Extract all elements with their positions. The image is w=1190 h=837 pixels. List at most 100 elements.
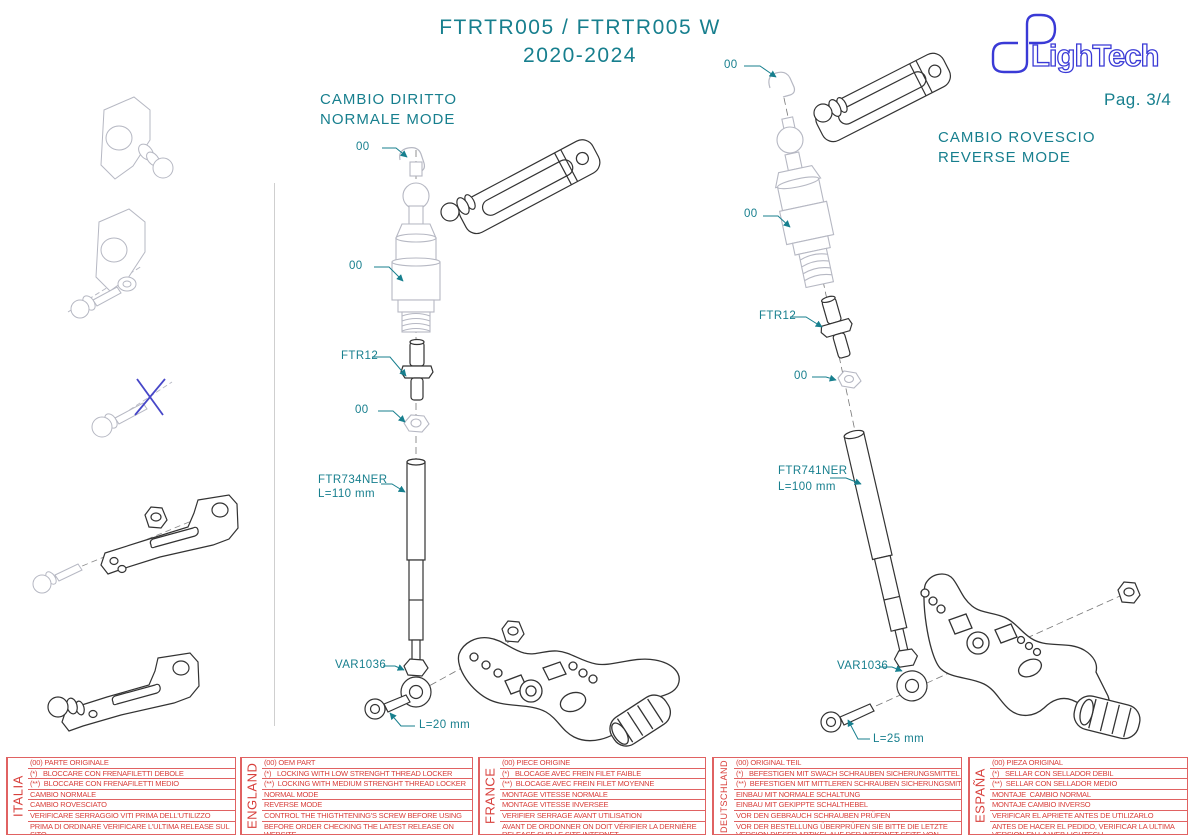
footer-row: REVERSE MODE xyxy=(262,800,472,811)
normal-shift-lever-drawing xyxy=(457,637,680,747)
footer-row: (*) BLOCAGE AVEC FREIN FILET FAIBLE xyxy=(500,769,705,780)
vertical-divider-line xyxy=(274,183,275,726)
footer-block-italia: ITALIA (00) PARTE ORIGINALE (*) BLOCCARE… xyxy=(6,757,236,835)
reverse-rod-end-label: VAR1036 xyxy=(837,660,889,672)
normal-rod-drawing xyxy=(406,458,426,663)
footer-row: CAMBIO NORMALE xyxy=(28,790,235,801)
lightech-logo-icon: LighTech xyxy=(991,13,1160,74)
lever-exploded-drawing xyxy=(32,494,239,594)
footer-row: AVANT DE ORDONNER ON DOIT VÉRIFIER LA DE… xyxy=(502,822,697,834)
footer-row: (00) PIEZA ORIGINAL xyxy=(990,758,1187,769)
footer-row: VOR DER BESTELLUNG ÜBERPRÜFEN SIE BITTE … xyxy=(736,822,948,834)
footer-block-france: FRANCE (00) PIECE ORIGINE (*) BLOCAGE AV… xyxy=(478,757,706,835)
reverse-title-line2: REVERSE MODE xyxy=(938,149,1071,166)
normal-title-line1: CAMBIO DIRITTO xyxy=(320,91,458,108)
normal-nut-drawing xyxy=(403,414,430,433)
footer-row: (**) BLOCCARE CON FRENAFILETTI MEDIO xyxy=(28,779,235,790)
page-title: FTRTR005 / FTRTR005 W 2020-2024 xyxy=(400,14,760,70)
normal-nut-label: 00 xyxy=(355,404,369,416)
bracket-assembled-drawing xyxy=(100,96,174,180)
reverse-gear-sensor-drawing xyxy=(774,116,835,289)
reverse-bolt-length-label: L=25 mm xyxy=(873,733,925,745)
footer-row: VOR DEN GEBRAUCH SCHRAUBEN PRÜFEN xyxy=(734,811,961,822)
footer-country-label: ESPAÑA xyxy=(969,758,990,834)
normal-shock-label: 00 xyxy=(349,260,363,272)
exploded-diagram-artwork xyxy=(32,52,1141,747)
footer-row: EINBAU MIT GEKIPPTE SCHALTHEBEL xyxy=(734,800,961,811)
reverse-bolt-drawing xyxy=(820,703,875,733)
reverse-rod-code-label: FTR741NER xyxy=(778,465,848,477)
page-number: Pag. 3/4 xyxy=(1104,90,1172,109)
reverse-mode-title: CAMBIO ROVESCIO REVERSE MODE xyxy=(938,128,1096,168)
page-title-line2: 2020-2024 xyxy=(523,44,637,67)
footer-row: CONTROL THE THIGTHTENING'S SCREW BEFORE … xyxy=(262,811,472,822)
footer-row: (*) BLOCCARE CON FRENAFILETTI DEBOLE xyxy=(28,769,235,780)
footer-row: (00) OEM PART xyxy=(262,758,472,769)
footer-block-deutschland: DEUTSCHLAND (00) ORIGINAL TEIL (*) BEFES… xyxy=(712,757,962,835)
lightech-logo-text: LighTech xyxy=(1031,38,1159,73)
footer-country-label: ENGLAND xyxy=(241,758,262,834)
footer-row: (00) PIECE ORIGINE xyxy=(500,758,705,769)
footer-row: VERIFICAR EL APRIETE ANTES DE UTILIZARLO xyxy=(990,811,1187,822)
reverse-rod-length-label: L=100 mm xyxy=(778,481,836,493)
normal-rod-end-label: VAR1036 xyxy=(335,659,387,671)
footer-country-label: DEUTSCHLAND xyxy=(713,758,734,834)
footer-row: MONTAJE CAMBIO NORMAL xyxy=(990,790,1187,801)
blue-cross-icon xyxy=(134,378,166,416)
footer-row: CAMBIO ROVESCIATO xyxy=(28,800,235,811)
footer-country-label: ITALIA xyxy=(7,758,28,834)
reverse-mode-assembly xyxy=(744,52,1141,740)
footer-row: (**) BLOCAGE AVEC FREIN FILET MOYENNE xyxy=(500,779,705,790)
normal-pin-label: FTR12 xyxy=(341,350,379,362)
footer-row: (*) LOCKING WITH LOW STRENGHT THREAD LOC… xyxy=(262,769,472,780)
footer-row: ANTES DE HACER EL PEDIDO, VERIFICAR LA U… xyxy=(992,822,1175,834)
footer-row: EINBAU MIT NORMALE SCHALTUNG xyxy=(734,790,961,801)
reverse-selector-lever-drawing xyxy=(813,52,952,143)
footer-row: MONTAGE VITESSE INVERSEE xyxy=(500,800,705,811)
footer-row: (*) BEFESTIGEN MIT SWACH SCHRAUBEN SICHE… xyxy=(734,768,961,780)
normal-mode-assembly xyxy=(364,139,680,747)
normal-bolt-drawing xyxy=(364,694,411,720)
footer-row: VERIFIER SERRAGE AVANT UTILISATION xyxy=(500,811,705,822)
lightech-logo: LighTech xyxy=(985,10,1177,85)
footer-row: BEFORE ORDER CHECKING THE LATEST RELEASE… xyxy=(264,822,454,834)
reverse-shift-lever-drawing xyxy=(920,573,1141,740)
footer-row: NORMAL MODE xyxy=(262,790,472,801)
reverse-title-line1: CAMBIO ROVESCIO xyxy=(938,129,1096,146)
footer-country-label: FRANCE xyxy=(479,758,500,834)
reverse-ftr12-pin-drawing xyxy=(820,295,853,359)
footer-row: MONTAGE VITESSE NORMALE xyxy=(500,790,705,801)
footer-row: (**) LOCKING WITH MEDIUM STRENGHT THREAD… xyxy=(262,779,472,790)
normal-mode-title: CAMBIO DIRITTO NORMALE MODE xyxy=(320,90,457,130)
reverse-pin-label: FTR12 xyxy=(759,310,797,322)
page-title-line1: FTRTR005 / FTRTR005 W xyxy=(439,16,721,39)
reverse-rod-drawing xyxy=(843,429,928,702)
normal-selector-lever-drawing xyxy=(440,139,601,235)
footer-row: (00) ORIGINAL TEIL xyxy=(734,758,961,769)
normal-bolt-length-label: L=20 mm xyxy=(419,719,471,731)
reverse-clip-drawing xyxy=(768,71,796,98)
reverse-washer-drawing xyxy=(837,370,862,389)
footer-row: MONTAJE CAMBIO INVERSO xyxy=(990,800,1187,811)
reverse-lever-nut-drawing xyxy=(1117,581,1141,604)
reverse-shock-label: 00 xyxy=(744,208,758,220)
reference-parts-column xyxy=(32,96,239,732)
reverse-clip-label: 00 xyxy=(724,59,738,71)
footer-block-espana: ESPAÑA (00) PIEZA ORIGINAL (*) SELLAR CO… xyxy=(968,757,1188,835)
reverse-washer-label: 00 xyxy=(794,370,808,382)
footer-block-england: ENGLAND (00) OEM PART (*) LOCKING WITH L… xyxy=(240,757,473,835)
normal-gear-sensor-drawing xyxy=(391,161,441,333)
footer-row: (**) SELLAR CON SELLADOR MEDIO xyxy=(990,779,1187,790)
normal-ftr12-pin-drawing xyxy=(400,338,434,401)
lever-assembled-drawing xyxy=(47,652,200,732)
footer-row: (00) PARTE ORIGINALE xyxy=(28,758,235,769)
normal-rod-code-label: FTR734NER xyxy=(318,474,388,486)
footer-row: (**) BEFESTIGEN MIT MITTLEREN SCHRAUBEN … xyxy=(734,779,961,790)
normal-clip-label: 00 xyxy=(356,141,370,153)
footer-row: PRIMA DI ORDINARE VERIFICARE L'ULTIMA RE… xyxy=(30,822,230,834)
normal-leader-lines xyxy=(372,147,415,727)
reverse-leader-lines xyxy=(744,65,903,740)
normal-title-line2: NORMALE MODE xyxy=(320,111,456,128)
normal-lever-nut-drawing xyxy=(501,620,525,643)
